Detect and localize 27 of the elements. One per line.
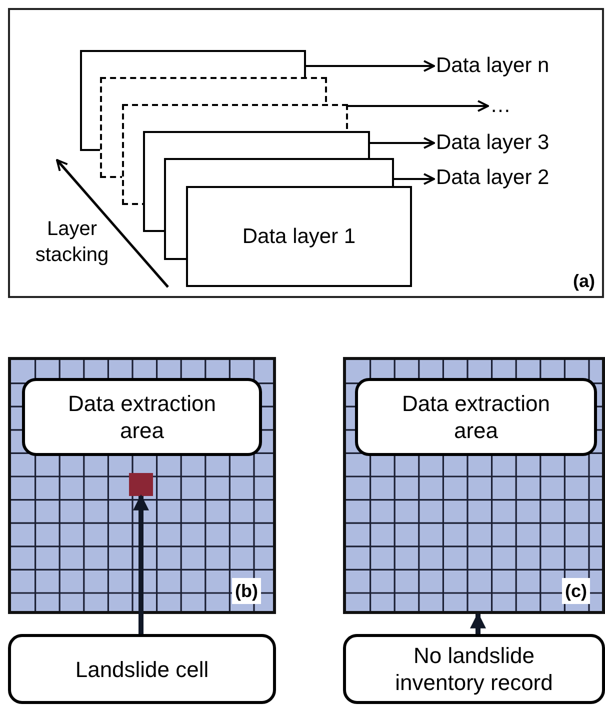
grid-panel xyxy=(8,357,276,614)
box-text: Data extraction area xyxy=(67,390,217,444)
area-box xyxy=(22,378,262,456)
layer-label: Data layer 3 xyxy=(436,129,576,157)
arrow xyxy=(306,60,435,72)
box-text: Data layer 1 xyxy=(242,224,356,248)
arrow xyxy=(470,612,486,634)
arrow xyxy=(348,100,489,112)
layer-sheet xyxy=(186,186,412,287)
box-text: Data extraction area xyxy=(401,390,551,444)
ellipsis-label: … xyxy=(490,92,514,120)
layer-label: Data layer 2 xyxy=(436,164,576,192)
grid-panel xyxy=(343,357,605,614)
arrow xyxy=(133,494,149,634)
axis-label: Layer stacking xyxy=(34,217,110,268)
area-box xyxy=(355,378,597,456)
arrow xyxy=(394,173,435,185)
box-text: Landslide cell xyxy=(74,656,210,682)
callout-box xyxy=(343,634,605,704)
panel-label: (c) xyxy=(562,578,590,604)
landslide-cell xyxy=(129,473,153,496)
panel-frame xyxy=(8,8,604,298)
arrow xyxy=(370,137,435,149)
layer-label: Data layer n xyxy=(436,52,576,80)
callout-box xyxy=(8,634,276,704)
box-text: No landslide inventory record xyxy=(394,642,554,696)
panel-label: (b) xyxy=(232,578,261,604)
